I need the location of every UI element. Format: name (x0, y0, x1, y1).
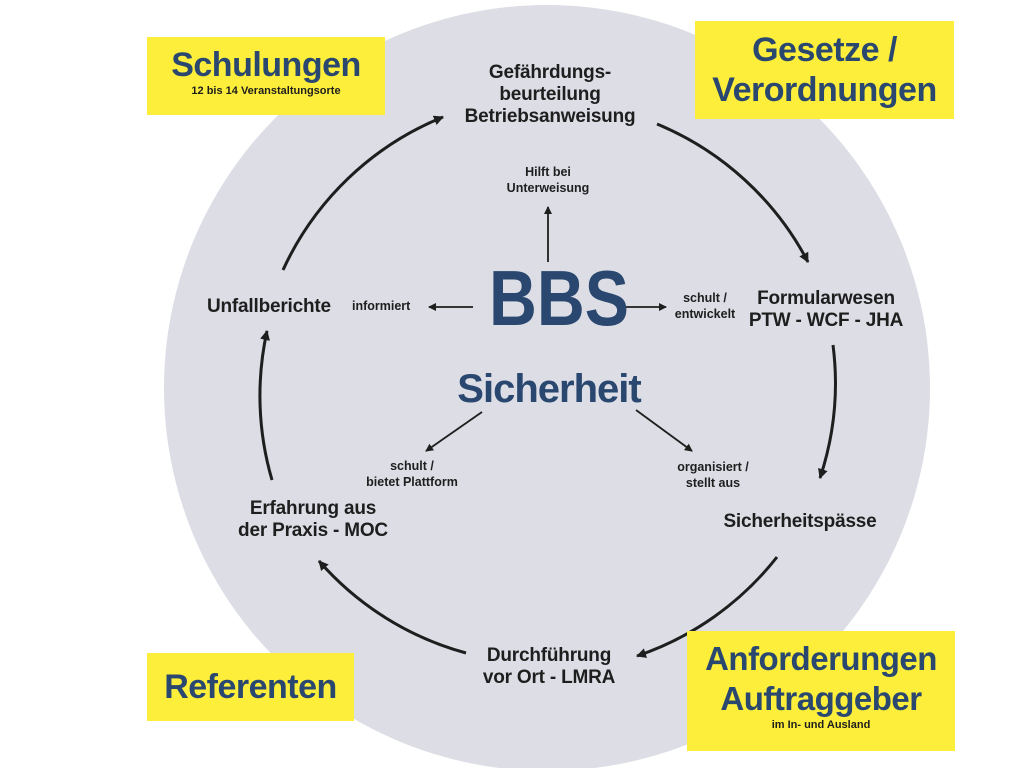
node-gefaehrdungsbeurteilung: Gefährdungs- beurteilung Betriebsanweisu… (464, 62, 636, 127)
node-erfahrung: Erfahrung aus der Praxis - MOC (238, 498, 388, 541)
box-referenten: Referenten (147, 653, 354, 721)
node-unfallberichte: Unfallberichte (207, 296, 331, 317)
label-hilft-bei-unterweisung: Hilft bei Unterweisung (506, 165, 590, 195)
center-subtitle: Sicherheit (457, 367, 641, 411)
arrow-formular-to-paesse (818, 344, 837, 479)
center-title: BBS (488, 254, 629, 342)
label-organisiert-stellt-aus: organisiert / stellt aus (677, 460, 749, 490)
box-gesetze: Gesetze / Verordnungen (695, 21, 954, 119)
box-gesetze-title: Gesetze / Verordnungen (712, 31, 937, 109)
node-sicherheitspaesse: Sicherheitspässe (723, 511, 877, 532)
label-informiert: informiert (352, 299, 411, 313)
node-formularwesen: Formularwesen PTW - WCF - JHA (748, 288, 904, 331)
box-anforderungen-sub: im In- und Ausland (771, 719, 871, 731)
node-durchfuehrung: Durchführung vor Ort - LMRA (482, 645, 616, 688)
arrow-paesse-to-durchfuehrung (636, 556, 779, 658)
box-schulungen: Schulungen 12 bis 14 Veranstaltungsorte (147, 37, 385, 115)
arrow-center-down-left (425, 411, 483, 452)
box-schulungen-title: Schulungen (171, 46, 361, 84)
box-anforderungen: Anforderungen Auftraggeber im In- und Au… (687, 631, 955, 751)
box-schulungen-sub: 12 bis 14 Veranstaltungsorte (191, 85, 341, 97)
box-referenten-title: Referenten (164, 668, 337, 706)
label-schult-bietet-plattform: schult / bietet Plattform (366, 459, 458, 489)
arrow-unfall-to-top (281, 115, 444, 271)
box-anforderungen-title: Anforderungen Auftraggeber (705, 640, 937, 717)
arrow-durchfuehrung-to-erfahrung (317, 560, 467, 655)
label-schult-entwickelt: schult / entwickelt (674, 291, 736, 321)
arrow-erfahrung-to-unfall (258, 330, 274, 481)
arrow-top-to-formular (656, 122, 810, 263)
background-circle (164, 5, 930, 768)
arrow-center-down-right (635, 409, 693, 452)
